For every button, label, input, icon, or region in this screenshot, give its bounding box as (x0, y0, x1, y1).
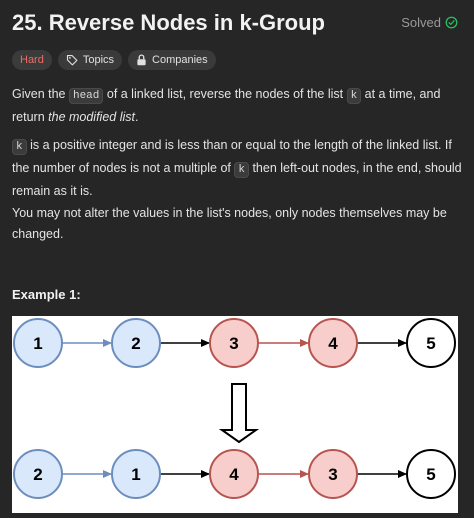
check-circle-icon (445, 16, 458, 29)
difficulty-tag[interactable]: Hard (12, 50, 52, 70)
after-list-node-circle (406, 449, 456, 499)
after-list-node-value: 3 (328, 465, 337, 484)
description-paragraph-1: Given the head of a linked list, reverse… (12, 84, 462, 128)
down-arrow-icon (218, 383, 260, 444)
code-k: k (346, 88, 362, 104)
text-span: Given the (12, 87, 69, 101)
before-list-node-circle (111, 318, 161, 368)
before-list-node-value: 5 (426, 334, 435, 353)
linked-list-diagram: 1 2 3 4 5 2 1 4 3 5 (13, 318, 456, 499)
example-figure: 1 2 3 4 5 2 1 4 3 5 (12, 316, 458, 513)
after-list-node-value: 4 (229, 465, 239, 484)
after-list-node-circle (111, 449, 161, 499)
after-list-node-circle (13, 449, 63, 499)
after-list-node-value: 2 (33, 465, 42, 484)
companies-tag[interactable]: Companies (128, 50, 216, 70)
topics-tag[interactable]: Topics (57, 50, 123, 70)
code-k: k (12, 139, 27, 155)
text-span: of a linked list, reverse the nodes of t… (103, 87, 347, 101)
after-list-node-circle (209, 449, 259, 499)
topics-label: Topics (82, 54, 115, 66)
solved-label: Solved (401, 15, 441, 30)
before-list-node-circle (308, 318, 358, 368)
emphasis-text: the modified list (48, 110, 135, 124)
after-list-node-value: 5 (426, 465, 435, 484)
before-list-node-value: 4 (328, 334, 338, 353)
after-list-node-value: 1 (131, 465, 140, 484)
difficulty-label: Hard (20, 54, 44, 66)
before-list-node: 5 (406, 318, 456, 368)
after-list-node: 4 (209, 449, 259, 499)
after-list-node: 3 (308, 449, 358, 499)
solved-status: Solved (401, 15, 458, 30)
text-span: then left-out nodes, in the end, should … (12, 161, 462, 198)
after-list-node: 5 (406, 449, 456, 499)
companies-label: Companies (152, 54, 208, 66)
before-list-node-value: 2 (131, 334, 140, 353)
before-list-node-circle (13, 318, 63, 368)
text-span: is a positive integer and is less than o… (12, 138, 452, 175)
after-list-node-circle (308, 449, 358, 499)
tag-row: Hard Topics Companies (12, 50, 216, 70)
before-list-node-value: 1 (33, 334, 42, 353)
description-paragraph-2: k is a positive integer and is less than… (12, 135, 462, 202)
problem-title: 25. Reverse Nodes in k-Group (12, 10, 325, 35)
before-list-node: 4 (308, 318, 358, 368)
code-head: head (68, 88, 104, 104)
before-list-node-value: 3 (229, 334, 238, 353)
after-list-node: 2 (13, 449, 63, 499)
text-span: . (135, 110, 139, 124)
after-list-node: 1 (111, 449, 161, 499)
before-list-node: 1 (13, 318, 63, 368)
description-paragraph-3: You may not alter the values in the list… (12, 206, 447, 241)
tag-icon (66, 54, 78, 66)
before-list-node-circle (209, 318, 259, 368)
example-label: Example 1: (12, 287, 81, 302)
text-span: at a time, and return (12, 87, 441, 124)
before-list-node-circle (406, 318, 456, 368)
before-list-node: 2 (111, 318, 161, 368)
before-list-node: 3 (209, 318, 259, 368)
code-k: k (234, 162, 249, 178)
lock-icon (136, 54, 147, 66)
